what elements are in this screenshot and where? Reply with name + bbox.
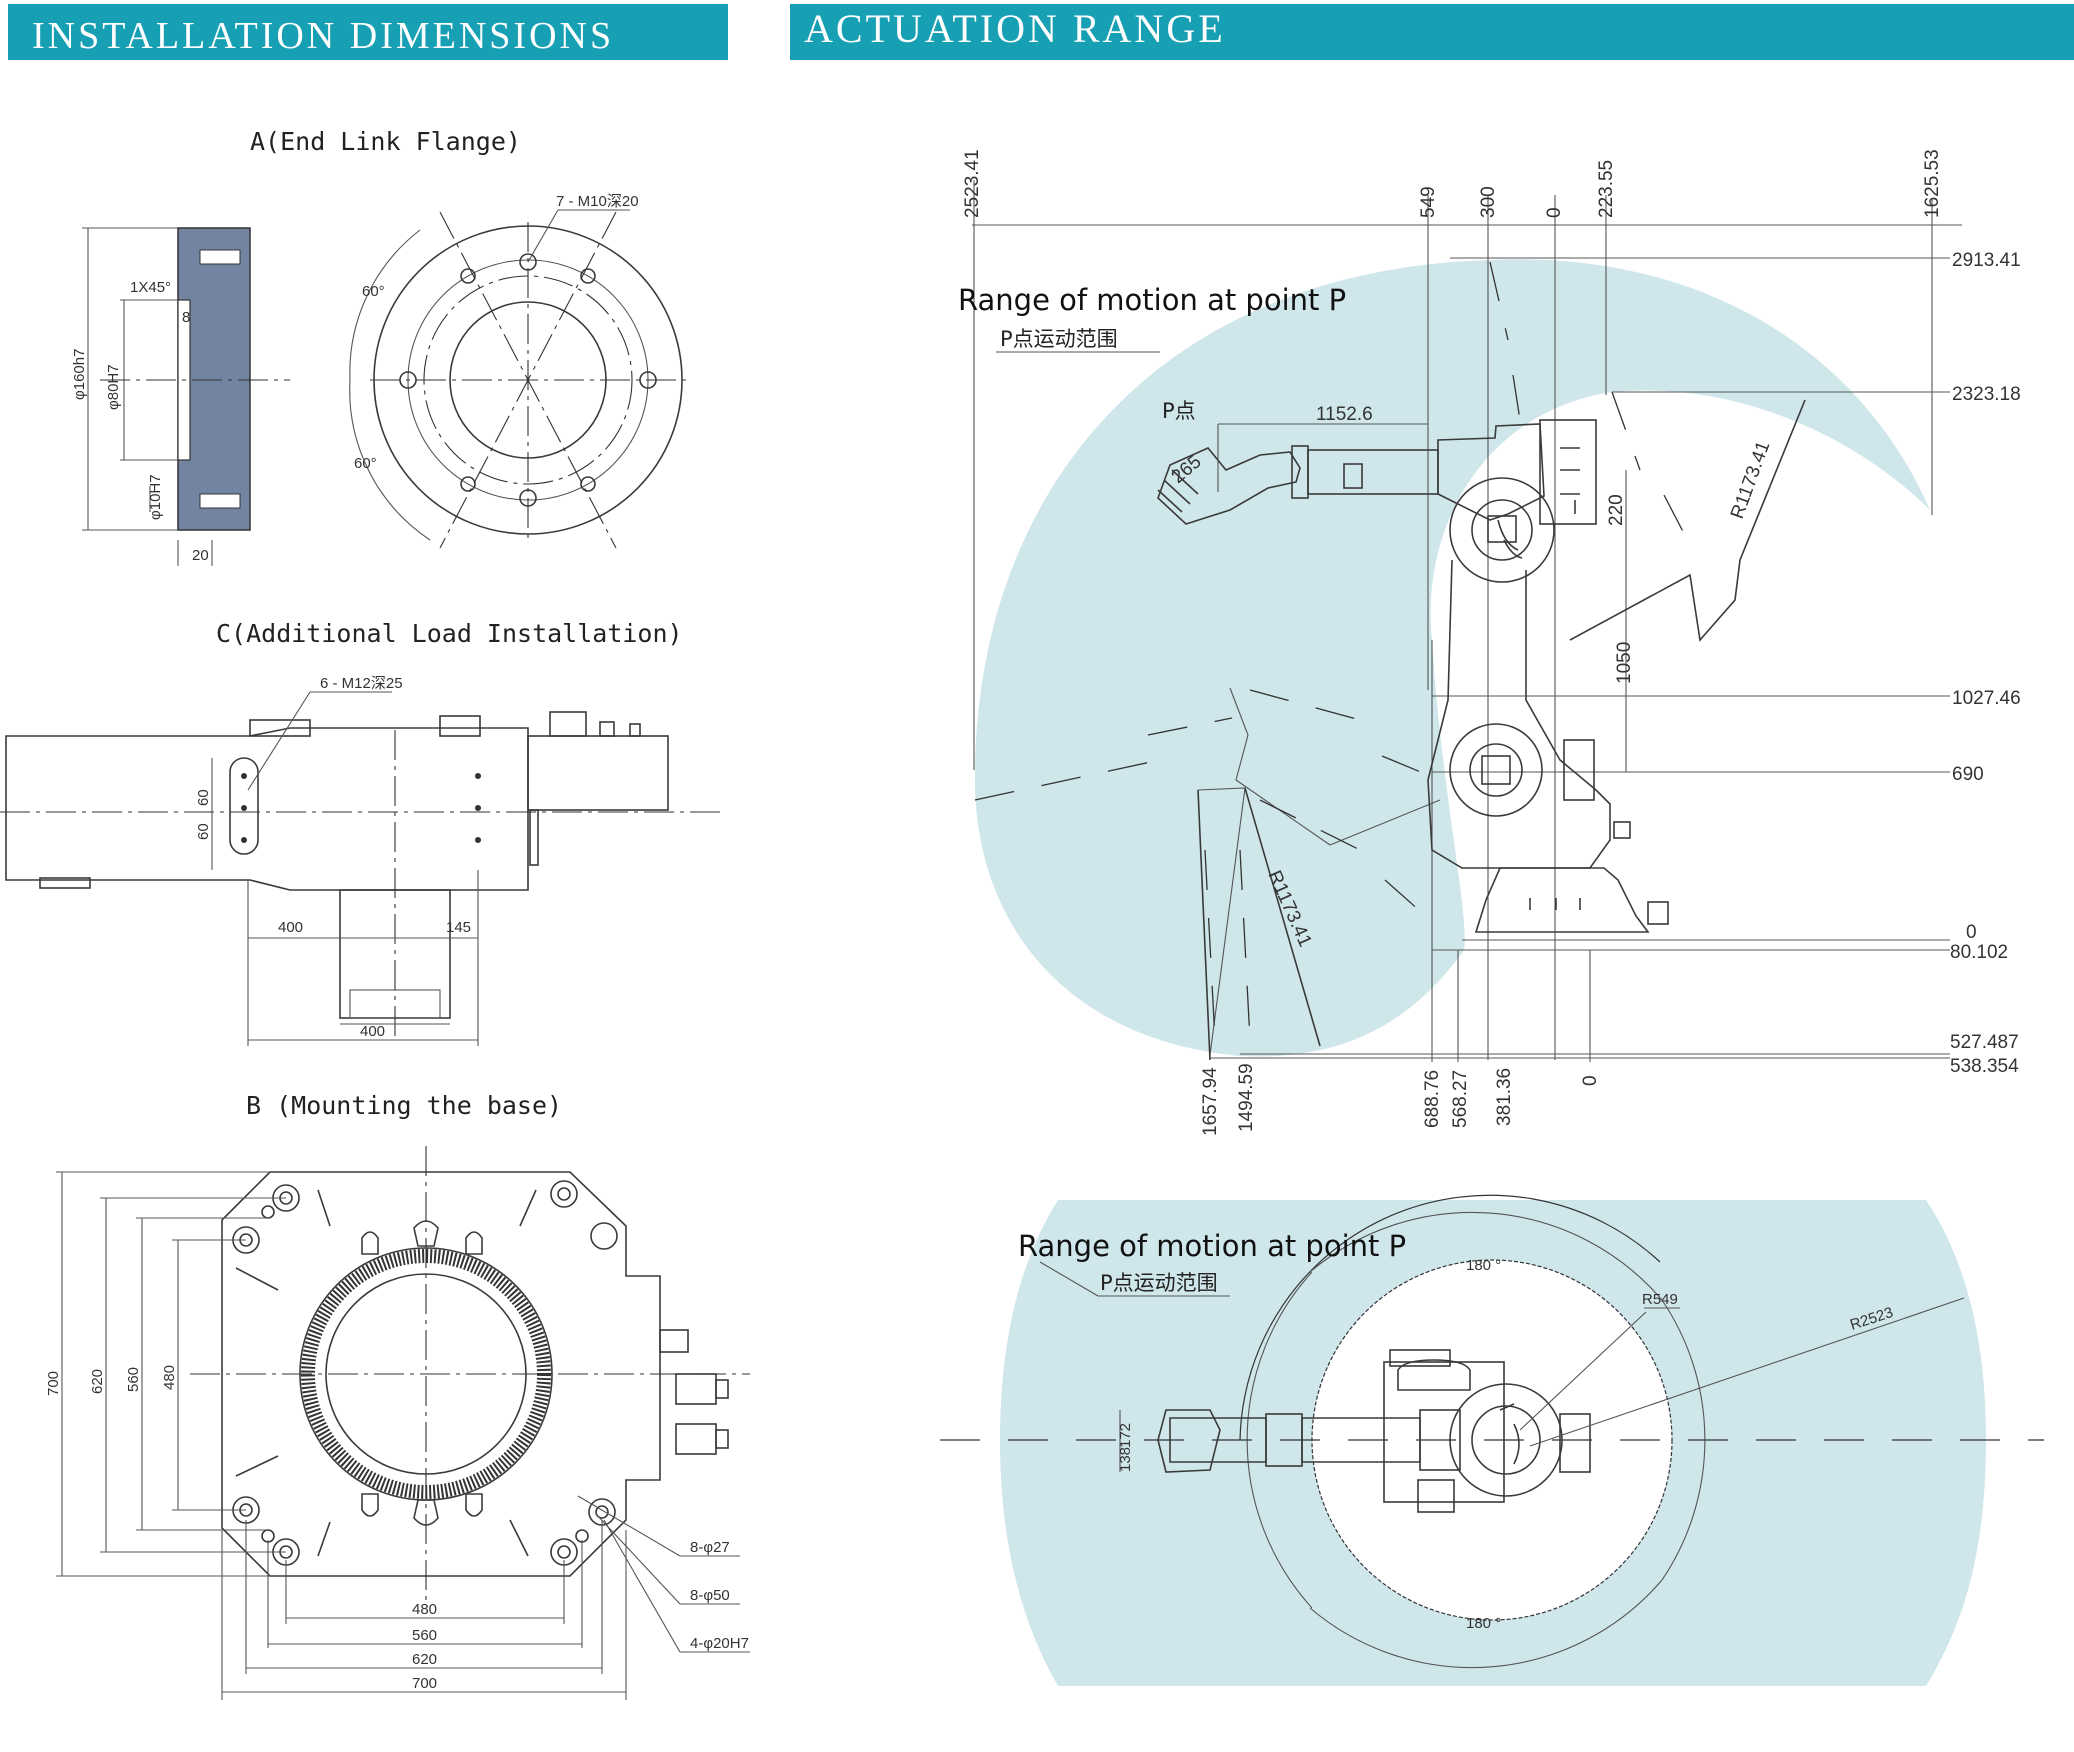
base-dim-v480: 480 (161, 1365, 178, 1390)
right-dim-80: 80.102 (1950, 942, 2008, 963)
top-r549: R549 (1642, 1291, 1678, 1308)
actuation-range-header: ACTUATION RANGE (790, 4, 2074, 60)
right-dim-1027: 1027.46 (1952, 688, 2021, 709)
side-range-subtitle: P点运动范围 (1000, 327, 1118, 351)
base-plate (221, 1171, 661, 1577)
side-range-title: Range of motion at point P (958, 283, 1346, 317)
base-holes-27: 8-φ27 (690, 1539, 730, 1556)
bottom-dim-1657: 1657.94 (1200, 1067, 1221, 1136)
top-dim-1625: 1625.53 (1922, 149, 1943, 218)
bottom-dim-1494: 1494.59 (1236, 1063, 1257, 1132)
radius-upper-dim: R1173.41 (1727, 438, 1774, 521)
right-dim-690: 690 (1952, 764, 1984, 785)
top-angle-bottom: 180 ° (1466, 1615, 1501, 1632)
top-dim-0: 0 (1544, 207, 1565, 218)
load-dim-400b: 400 (360, 1023, 385, 1040)
load-slot (229, 757, 259, 855)
offset-220-dim: 220 (1606, 494, 1627, 526)
base-holes-20: 4-φ20H7 (690, 1635, 749, 1652)
side-range-view: 1152.6 265 220 1050 R1173.41 R1173.41 Ra… (958, 149, 2021, 1136)
load-title: C(Additional Load Installation) (216, 619, 683, 648)
load-dim-60a: 60 (195, 789, 212, 806)
base-dim-h620: 620 (412, 1651, 437, 1668)
load-arm-body (5, 727, 529, 891)
installation-dimensions-header: INSTALLATION DIMENSIONS (8, 4, 728, 60)
top-dim-300: 300 (1478, 186, 1499, 218)
base-dim-h560: 560 (412, 1627, 437, 1644)
top-range-view: 172 138 R549 R2523 180 ° 180 ° Range of … (940, 1194, 2044, 1686)
top-dim-138: 138 (1117, 1447, 1134, 1472)
base-dim-v560: 560 (125, 1367, 142, 1392)
base-dim-h700: 700 (412, 1675, 437, 1692)
load-dim-60b: 60 (195, 823, 212, 840)
bottom-dim-568: 568.27 (1450, 1070, 1471, 1128)
flange-view: A(End Link Flange) φ160h7 φ80H7 1X45° 8 … (71, 127, 690, 566)
right-dim-2913: 2913.41 (1952, 250, 2021, 271)
p-point-label: P点 (1162, 399, 1196, 423)
flange-chamfer: 1X45° (130, 279, 171, 296)
flange-angle-bottom: 60° (354, 455, 377, 472)
offset-1050-dim: 1050 (1614, 642, 1635, 684)
top-robot (1157, 1349, 1591, 1513)
right-dim-538: 538.354 (1950, 1056, 2019, 1077)
load-dim-145: 145 (446, 919, 471, 936)
flange-angle-top: 60° (362, 283, 385, 300)
load-view: C(Additional Load Installation) 6 - M12深… (0, 619, 720, 1046)
base-dim-h480: 480 (412, 1601, 437, 1618)
top-dim-223: 223.55 (1596, 160, 1617, 218)
base-holes-50: 8-φ50 (690, 1587, 730, 1604)
flange-dim-10: φ10H7 (147, 474, 164, 520)
top-dim-172: 172 (1117, 1423, 1134, 1448)
side-range-area (974, 259, 1930, 1057)
right-dim-2323: 2323.18 (1952, 384, 2021, 405)
arm-length-dim: 1152.6 (1316, 404, 1373, 425)
bottom-dim-688: 688.76 (1422, 1070, 1443, 1128)
right-dim-527: 527.487 (1950, 1032, 2019, 1053)
base-mount-holes (232, 1180, 618, 1566)
top-dim-2523: 2523.41 (962, 149, 983, 218)
bottom-dim-0: 0 (1580, 1075, 1601, 1086)
load-holes-note: 6 - M12深25 (320, 675, 403, 692)
flange-dim-160: φ160h7 (71, 349, 88, 400)
top-range-title: Range of motion at point P (1018, 1229, 1406, 1263)
base-dim-v700: 700 (45, 1371, 62, 1396)
flange-dim-8: 8 (182, 309, 190, 326)
flange-dim-80: φ80H7 (105, 364, 122, 410)
top-range-subtitle: P点运动范围 (1100, 1271, 1218, 1295)
base-view: B (Mounting the base) (45, 1091, 750, 1700)
load-dim-400a: 400 (278, 919, 303, 936)
side-robot (1157, 419, 1669, 933)
flange-dim-20: 20 (192, 547, 209, 564)
bottom-dim-381: 381.36 (1494, 1068, 1515, 1126)
top-dim-549: 549 (1418, 186, 1439, 218)
base-dim-v620: 620 (89, 1369, 106, 1394)
right-dim-0: 0 (1966, 922, 1977, 943)
top-angle-top: 180 ° (1466, 1257, 1501, 1274)
flange-holes-note: 7 - M10深20 (556, 193, 639, 210)
base-title: B (Mounting the base) (246, 1091, 562, 1120)
flange-title: A(End Link Flange) (250, 127, 521, 156)
